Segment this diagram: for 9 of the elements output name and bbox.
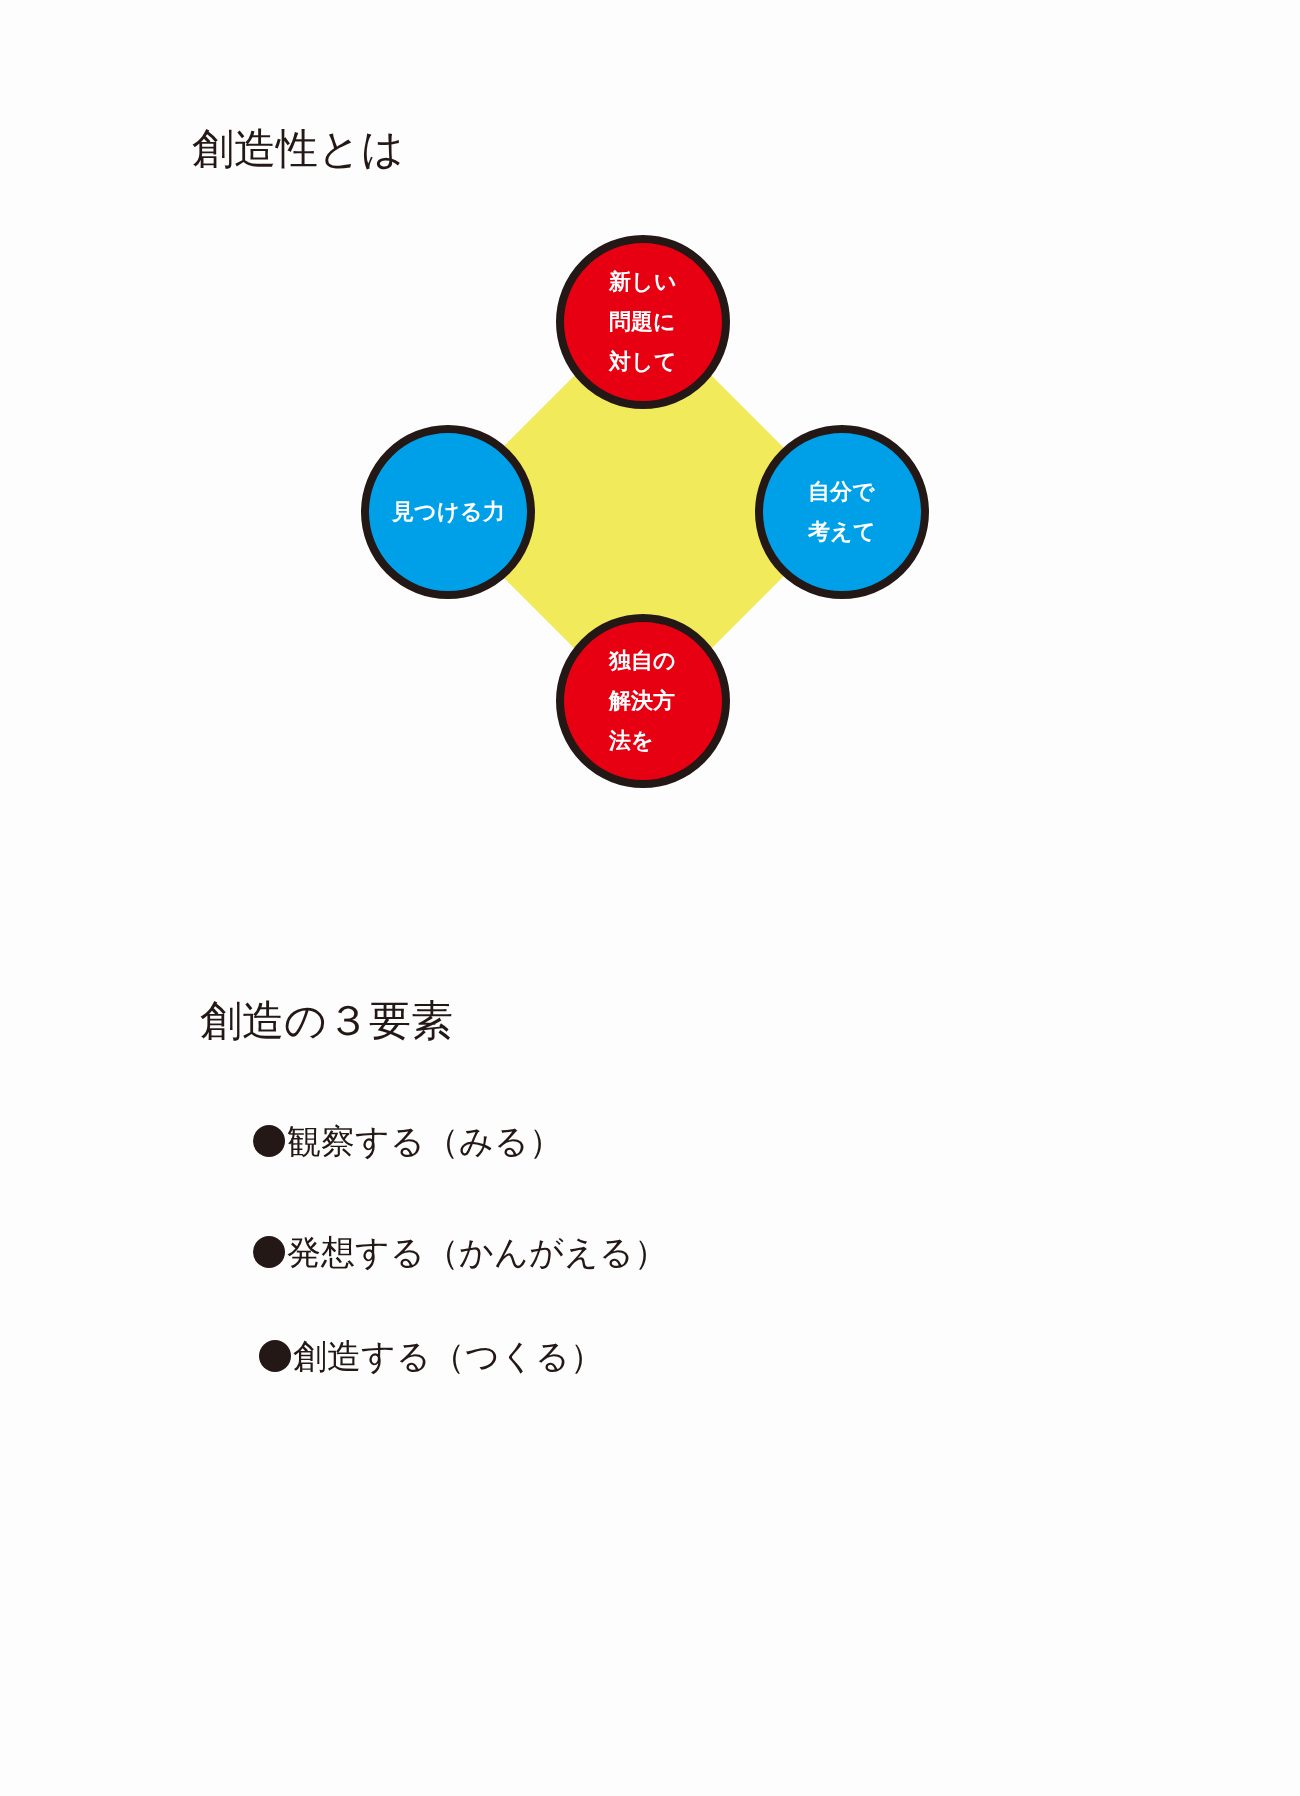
circle-label: 自分で考えて (808, 478, 876, 546)
list-item-text: 観察する（みる） (287, 1120, 563, 1163)
list-item-text: 創造する（つくる） (293, 1335, 604, 1378)
section-heading: 創造の３要素 (200, 997, 453, 1045)
list-item-text: 発想する（かんがえる） (287, 1231, 668, 1274)
circle-label: 見つける力 (391, 498, 505, 526)
circle-label: 新しい問題に対して (609, 268, 677, 376)
circle-label: 独自の解決方法を (609, 647, 677, 755)
page-title: 創造性とは (192, 125, 404, 173)
